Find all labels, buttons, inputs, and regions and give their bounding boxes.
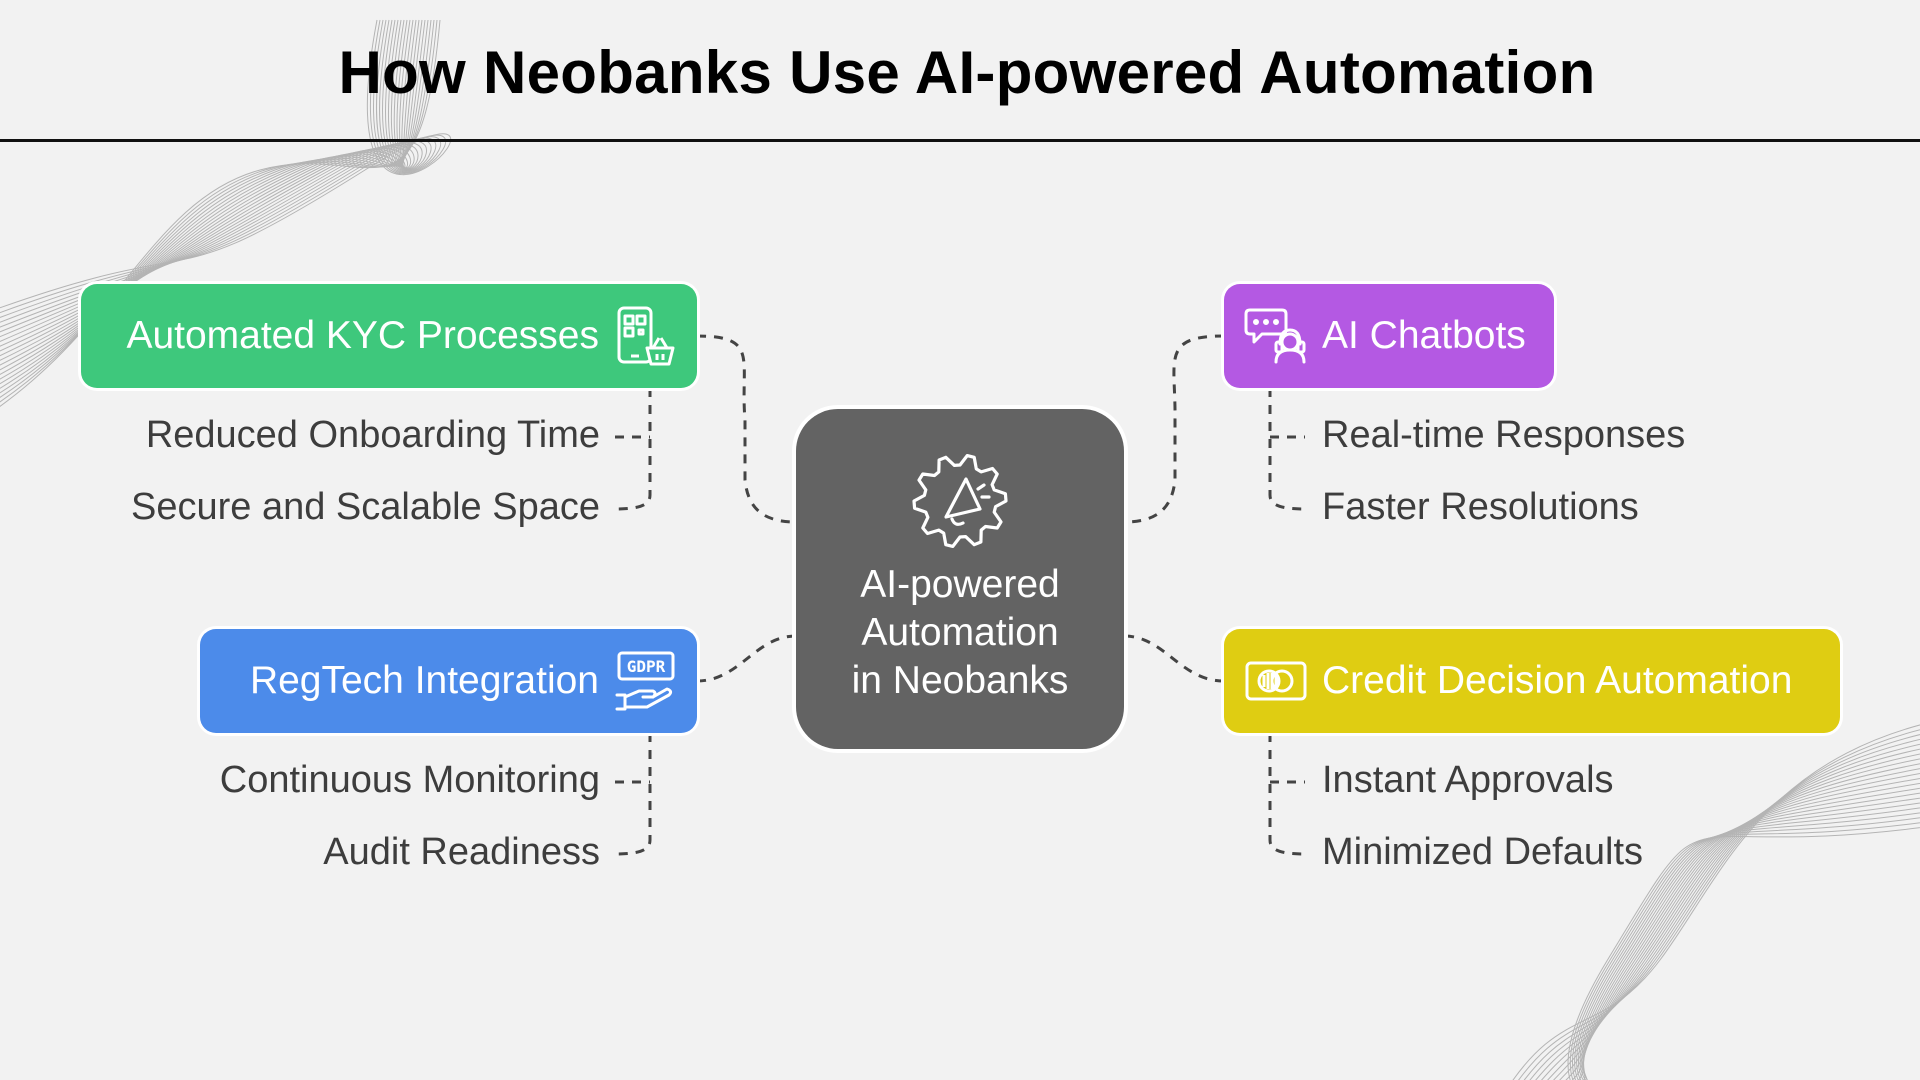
regtech-item-audit-readiness: Audit Readiness (323, 831, 600, 873)
page-title: How Neobanks Use AI-powered Automation (338, 39, 1596, 106)
chat-headset-icon (1244, 304, 1308, 368)
kyc-item-reduced-onboarding: Reduced Onboarding Time (145, 414, 600, 456)
center-node: AI-powered Automation in Neobanks (796, 409, 1124, 749)
chatbots-item-faster-resolutions: Faster Resolutions (1322, 486, 1639, 528)
topic-label: RegTech Integration (249, 659, 599, 702)
connector-chatbots (1123, 334, 1225, 524)
center-line-2: Automation (861, 611, 1059, 654)
chatbots-item-realtime-responses: Real-time Responses (1322, 414, 1686, 456)
center-line-3: in Neobanks (851, 659, 1069, 702)
topic-label: Automated KYC Processes (126, 314, 599, 357)
svg-text:GDPR: GDPR (627, 657, 666, 676)
topic-regtech: RegTech Integration GDPR (200, 629, 697, 733)
gear-megaphone-icon (912, 454, 1008, 548)
connector-kyc (696, 334, 797, 524)
center-line-1: AI-powered (860, 563, 1060, 606)
connector-regtech (696, 634, 797, 683)
topic-ai-chatbots: AI Chatbots (1224, 284, 1554, 388)
connector-kyc-items (614, 388, 652, 511)
topic-label: Credit Decision Automation (1322, 659, 1793, 702)
credit-item-instant-approvals: Instant Approvals (1322, 759, 1614, 801)
regtech-item-continuous-monitoring: Continuous Monitoring (219, 759, 600, 801)
phone-qr-basket-icon (613, 304, 677, 368)
kyc-item-secure-scalable: Secure and Scalable Space (131, 486, 600, 528)
connector-regtech-items (614, 733, 652, 856)
topic-credit-decision: Credit Decision Automation (1224, 629, 1840, 733)
connector-credit-items (1268, 733, 1306, 856)
connector-credit (1123, 634, 1225, 683)
gdpr-hand-icon: GDPR (613, 649, 677, 713)
title-divider (0, 139, 1920, 142)
connector-chatbots-items (1268, 388, 1306, 511)
credit-card-icon (1244, 649, 1308, 713)
credit-item-minimized-defaults: Minimized Defaults (1322, 831, 1643, 873)
topic-automated-kyc: Automated KYC Processes (81, 284, 697, 388)
topic-label: AI Chatbots (1322, 314, 1526, 357)
